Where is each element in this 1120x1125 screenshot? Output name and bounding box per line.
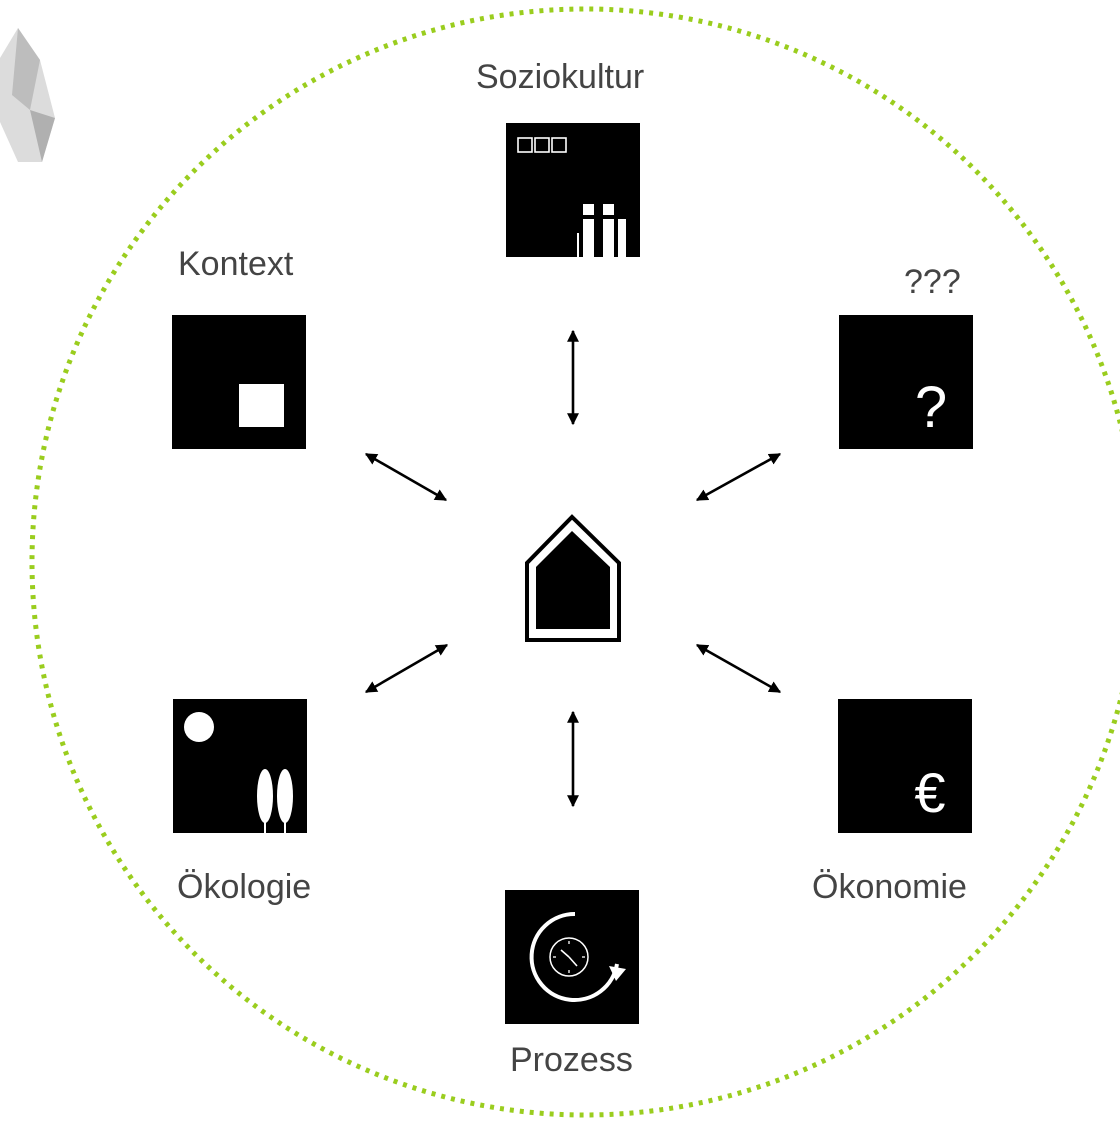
tile-oekonomie: € (838, 699, 972, 833)
context-square-icon (239, 384, 284, 427)
euro-icon: € (914, 761, 945, 824)
tile-soziokultur (506, 123, 640, 257)
label-kontext: Kontext (178, 245, 294, 283)
question-icon: ? (915, 375, 947, 440)
label-prozess: Prozess (510, 1041, 633, 1079)
tile-unknown: ? (839, 315, 973, 449)
label-soziokultur: Soziokultur (476, 58, 645, 96)
people-icon (517, 137, 626, 257)
arrow-lower-left (364, 643, 449, 694)
label-oekologie: Ökologie (177, 868, 312, 906)
label-oekonomie: Ökonomie (812, 868, 967, 906)
clock-cycle-icon (529, 911, 626, 1002)
tile-oekologie (173, 699, 307, 833)
corner-decoration (0, 28, 55, 162)
label-unknown: ??? (904, 263, 961, 301)
arrow-lower-right (695, 643, 782, 694)
tree-sun-icon (184, 712, 293, 833)
question-glyph: ? (915, 375, 947, 440)
tile-kontext (172, 315, 306, 449)
arrow-upper-left (364, 452, 448, 502)
house-icon (525, 514, 621, 642)
euro-glyph: € (914, 761, 945, 824)
arrow-upper-right (695, 452, 782, 502)
tile-prozess (505, 890, 639, 1024)
